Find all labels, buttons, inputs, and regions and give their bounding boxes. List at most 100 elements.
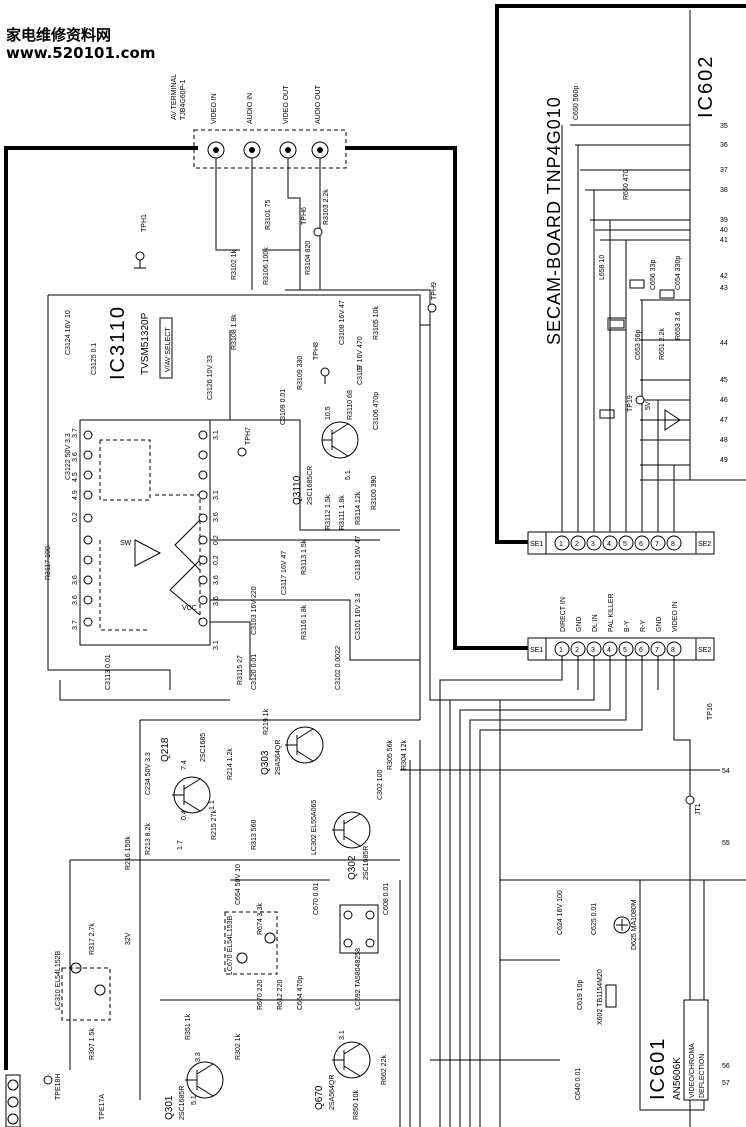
svg-text:C3109 0.01: C3109 0.01 — [280, 389, 287, 425]
svg-text:0.2: 0.2 — [72, 512, 79, 522]
svg-text:C3126 10V 33: C3126 10V 33 — [207, 355, 214, 400]
svg-text:R351 1k: R351 1k — [185, 1013, 192, 1040]
lc670-terminal — [264, 932, 276, 944]
svg-text:3.6: 3.6 — [213, 512, 220, 522]
svg-text:4.5: 4.5 — [72, 472, 79, 482]
lc692-pin — [343, 910, 353, 920]
svg-text:SW: SW — [120, 540, 132, 547]
svg-text:C3102 0.0022: C3102 0.0022 — [335, 646, 342, 690]
ic601: IC601 AN5606K VIDEO/CHROMA DEFLECTION — [639, 879, 709, 1111]
svg-text:2: 2 — [575, 541, 579, 548]
svg-text:R3117 100: R3117 100 — [45, 546, 52, 580]
svg-text:TPH8: TPH8 — [313, 342, 320, 360]
lc670-box — [224, 911, 278, 975]
svg-text:R3102 1k: R3102 1k — [231, 250, 238, 280]
svg-text:TP16: TP16 — [707, 703, 714, 720]
svg-text:Q218: Q218 — [160, 737, 171, 762]
svg-text:2SC1685CR: 2SC1685CR — [307, 466, 314, 505]
svg-text:7: 7 — [655, 647, 659, 654]
svg-text:39: 39 — [720, 217, 728, 224]
svg-text:41: 41 — [720, 237, 728, 244]
svg-text:R-Y: R-Y — [640, 620, 647, 632]
svg-text:Q302: Q302 — [347, 855, 358, 880]
svg-text:C3118 16V 47: C3118 16V 47 — [355, 536, 362, 580]
svg-text:C670 0.01: C670 0.01 — [313, 883, 320, 915]
svg-text:54: 54 — [722, 768, 730, 775]
svg-text:3.6: 3.6 — [72, 452, 79, 462]
svg-text:8: 8 — [671, 541, 675, 548]
svg-text:R651 2.2k: R651 2.2k — [659, 328, 666, 360]
svg-text:C3124 16V 10: C3124 16V 10 — [65, 310, 72, 355]
svg-text:0.4: 0.4 — [181, 810, 188, 820]
transistor-q3110: Q3110 2SC1685CR 10.5 — [292, 406, 359, 505]
test-point-tph1: TPH1 — [134, 214, 148, 269]
svg-text:C656 33p: C656 33p — [650, 260, 657, 290]
svg-text:C640 0.01: C640 0.01 — [575, 1068, 582, 1100]
svg-text:3.1: 3.1 — [213, 430, 220, 440]
svg-text:AUDIO OUT: AUDIO OUT — [315, 84, 322, 124]
svg-text:R850 10k: R850 10k — [353, 1090, 360, 1120]
transistor-q302: Q302 2SC1685R — [332, 811, 371, 880]
svg-text:40: 40 — [720, 227, 728, 234]
svg-text:LC310 EL54L152B: LC310 EL54L152B — [55, 951, 62, 1010]
av-jack-video-out: VIDEO OUT — [279, 85, 297, 159]
svg-text:3.7: 3.7 — [72, 428, 79, 438]
svg-text:C3108 16V 47: C3108 16V 47 — [339, 300, 346, 345]
svg-text:42: 42 — [720, 273, 728, 280]
svg-text:2SA564QR: 2SA564QR — [329, 1075, 336, 1110]
svg-text:C608 0.01: C608 0.01 — [383, 883, 390, 915]
transistor-q218: Q218 2SC1685 7.4 — [160, 733, 211, 814]
watermark-chinese: 家电维修资料网 — [6, 26, 111, 44]
svg-text:R317 2.7k: R317 2.7k — [89, 923, 96, 955]
svg-text:R3103 2.2k: R3103 2.2k — [323, 189, 330, 225]
svg-text:GND: GND — [576, 616, 583, 632]
svg-text:Q670: Q670 — [314, 1085, 325, 1110]
secam-board: SECAM-BOARD TNP4G010 IC602 C650 560p R66… — [544, 10, 746, 540]
svg-text:48: 48 — [720, 437, 728, 444]
svg-text:3.6: 3.6 — [72, 575, 79, 585]
svg-text:C302 100: C302 100 — [377, 770, 384, 800]
svg-text:3.1: 3.1 — [339, 1030, 346, 1040]
svg-text:36: 36 — [720, 142, 728, 149]
svg-text:2SC1685R: 2SC1685R — [363, 846, 370, 880]
svg-text:VIDEO OUT: VIDEO OUT — [283, 85, 290, 124]
svg-text:44: 44 — [720, 340, 728, 347]
board-outline-left — [4, 146, 198, 1070]
svg-text:B-Y: B-Y — [624, 620, 631, 632]
svg-text:10.5: 10.5 — [325, 406, 332, 420]
svg-text:R3101 75: R3101 75 — [265, 200, 272, 230]
secam-board-title: SECAM-BOARD TNP4G010 — [544, 96, 564, 345]
svg-text:R3109 330: R3109 330 — [297, 356, 304, 390]
svg-text:47: 47 — [720, 417, 728, 424]
lc692-pin — [365, 938, 375, 948]
svg-text:3.7: 3.7 — [72, 620, 79, 630]
svg-text:R3116 1.8k: R3116 1.8k — [301, 604, 308, 640]
svg-text:C3125 0.1: C3125 0.1 — [91, 343, 98, 375]
svg-text:R305 56k: R305 56k — [387, 740, 394, 770]
connector-main-board: SE1 SE2 1 2 3 4 5 6 7 8 DIRECT IN GND DL… — [527, 593, 715, 661]
av-jack-video-in: VIDEO IN — [207, 93, 225, 159]
svg-text:SE2: SE2 — [698, 647, 711, 654]
svg-text:C653 56p: C653 56p — [635, 330, 642, 360]
svg-text:TPH1: TPH1 — [141, 214, 148, 232]
svg-text:3.1: 3.1 — [213, 490, 220, 500]
svg-text:3: 3 — [591, 647, 595, 654]
svg-text:TPE17A: TPE17A — [99, 1094, 106, 1120]
svg-text:C234 50V 3.3: C234 50V 3.3 — [145, 752, 152, 795]
svg-text:35: 35 — [720, 123, 728, 130]
svg-text:DIRECT IN: DIRECT IN — [560, 597, 567, 632]
svg-text:43: 43 — [720, 285, 728, 292]
svg-text:6: 6 — [639, 647, 643, 654]
svg-text:C650 560p: C650 560p — [573, 86, 580, 120]
test-point-tph9: TPH9 — [427, 282, 438, 313]
svg-text:LC670 EL54L153B: LC670 EL54L153B — [227, 916, 234, 975]
test-point-tpe17a: TPE17A — [99, 1094, 106, 1120]
test-point-tph6: TPH6 — [301, 207, 323, 237]
svg-text:R213 8.2k: R213 8.2k — [145, 823, 152, 855]
svg-text:R3111 1.8k: R3111 1.8k — [339, 495, 346, 530]
ic3110-wires — [47, 294, 501, 1127]
svg-text:C3103 16V 220: C3103 16V 220 — [251, 586, 258, 635]
svg-text:55: 55 — [722, 840, 730, 847]
svg-text:2SA564QR: 2SA564QR — [275, 740, 282, 775]
